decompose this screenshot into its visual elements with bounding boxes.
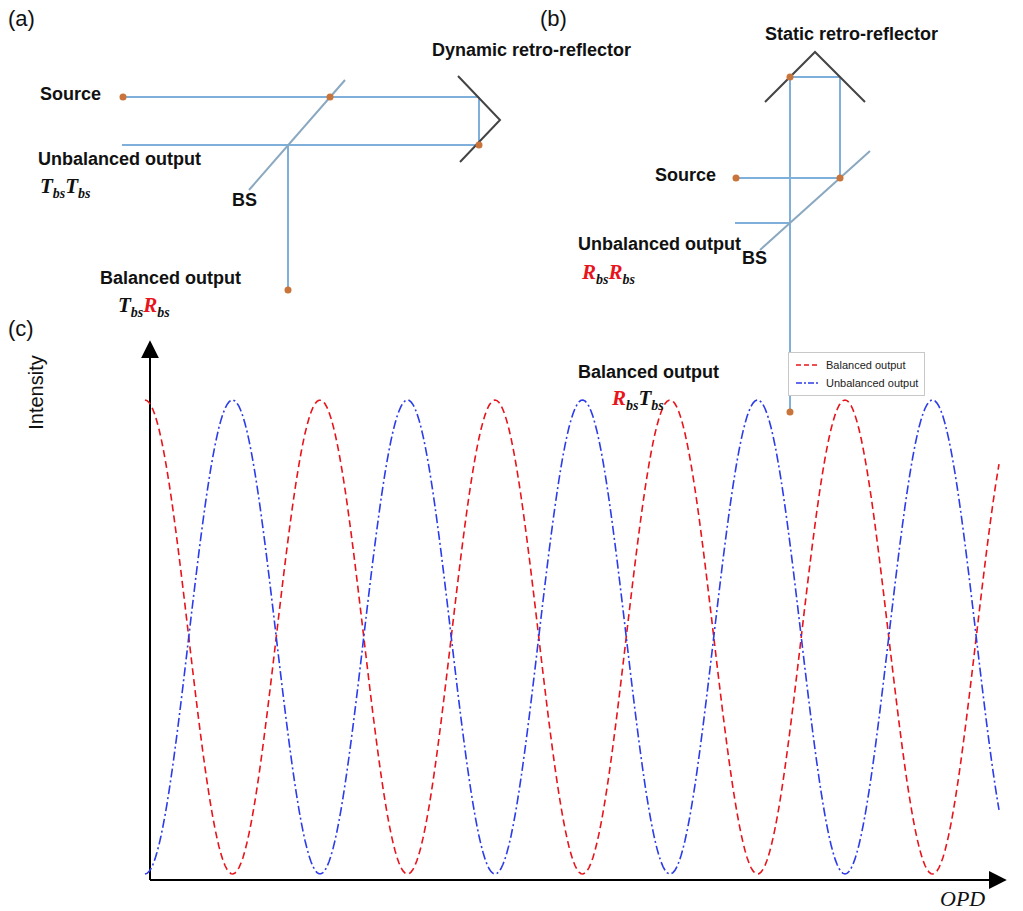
symbol: T bbox=[65, 174, 78, 198]
component-label: Static retro-reflector bbox=[765, 24, 938, 45]
axis-label: Intensity bbox=[25, 355, 48, 429]
panel-letter: (b) bbox=[540, 6, 567, 32]
dynamic-retro-reflector bbox=[458, 76, 500, 162]
symbol: T bbox=[638, 386, 651, 410]
beam-splitter bbox=[760, 151, 870, 250]
output-label: Unbalanced output bbox=[578, 234, 741, 255]
beam-splitter-label: BS bbox=[232, 190, 257, 211]
beam-splitter-label: BS bbox=[742, 248, 767, 269]
symbol: T bbox=[118, 293, 131, 317]
subscript: bs bbox=[626, 398, 638, 413]
formula: TbsTbs bbox=[40, 174, 91, 202]
output-label: Balanced output bbox=[578, 362, 719, 383]
formula: RbsTbs bbox=[612, 386, 664, 414]
formula: TbsRbs bbox=[118, 293, 170, 321]
chart-legend: Balanced outputUnbalanced output bbox=[788, 352, 925, 396]
component-label: Dynamic retro-reflector bbox=[432, 40, 631, 61]
beam-splitter bbox=[249, 80, 345, 190]
panel-letter: (a) bbox=[8, 6, 35, 32]
output-label: Unbalanced output bbox=[38, 149, 201, 170]
subscript: bs bbox=[651, 398, 663, 413]
beam-paths-a bbox=[122, 97, 479, 290]
output-label: Balanced output bbox=[100, 268, 241, 289]
subscript: bs bbox=[157, 305, 169, 320]
subscript: bs bbox=[622, 272, 634, 287]
subscript: bs bbox=[131, 305, 143, 320]
legend-text: Unbalanced output bbox=[826, 377, 918, 389]
balanced-curve bbox=[145, 400, 999, 874]
subscript: bs bbox=[78, 186, 90, 201]
unbalanced-curve bbox=[145, 400, 999, 874]
subscript: bs bbox=[53, 186, 65, 201]
formula: RbsRbs bbox=[582, 260, 635, 288]
symbol: R bbox=[608, 260, 622, 284]
source-label: Source bbox=[40, 84, 101, 105]
source-label: Source bbox=[655, 165, 716, 186]
axis-label: OPD bbox=[940, 886, 985, 911]
panel-letter: (c) bbox=[8, 316, 34, 342]
static-retro-reflector bbox=[765, 52, 865, 102]
legend-sample bbox=[795, 379, 821, 387]
chart-axes bbox=[150, 342, 1005, 880]
symbol: T bbox=[40, 174, 53, 198]
legend-text: Balanced output bbox=[826, 359, 906, 371]
beam-dots-a bbox=[120, 94, 483, 294]
legend-sample bbox=[795, 361, 821, 369]
symbol: R bbox=[612, 386, 626, 410]
symbol: R bbox=[582, 260, 596, 284]
subscript: bs bbox=[596, 272, 608, 287]
symbol: R bbox=[143, 293, 157, 317]
